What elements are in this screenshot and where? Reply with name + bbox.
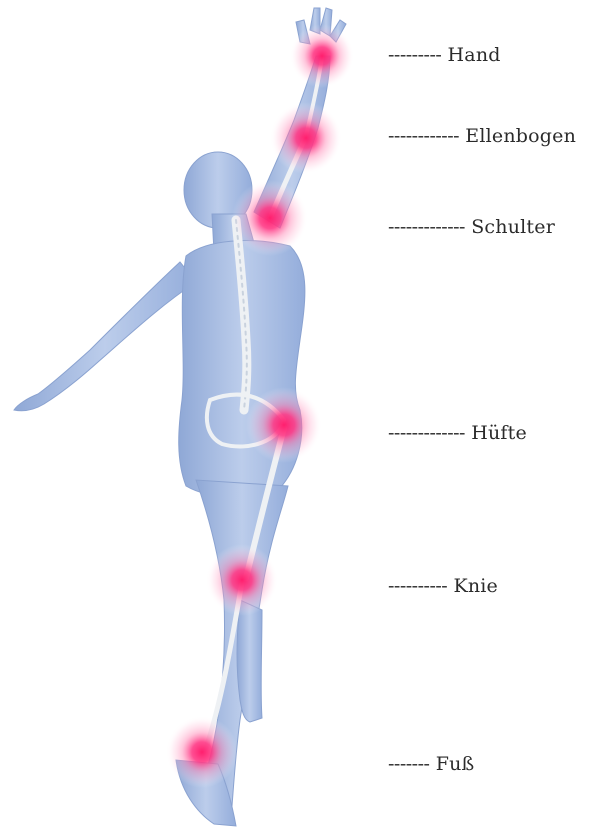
- joint-marker-knee: [206, 544, 278, 616]
- label-foot: ------- Fuß: [388, 753, 474, 775]
- joint-marker-foot: [166, 716, 238, 788]
- joint-marker-shoulder: [232, 180, 308, 256]
- joint-marker-hand: [290, 24, 354, 88]
- label-shoulder: ------------- Schulter: [388, 216, 555, 238]
- label-hip: ------------- Hüfte: [388, 422, 527, 444]
- joint-marker-elbow: [270, 102, 342, 174]
- label-hand: --------- Hand: [388, 44, 501, 66]
- label-knee: ---------- Knie: [388, 575, 498, 597]
- joint-marker-hip: [246, 387, 322, 463]
- label-elbow: ------------ Ellenbogen: [388, 125, 576, 147]
